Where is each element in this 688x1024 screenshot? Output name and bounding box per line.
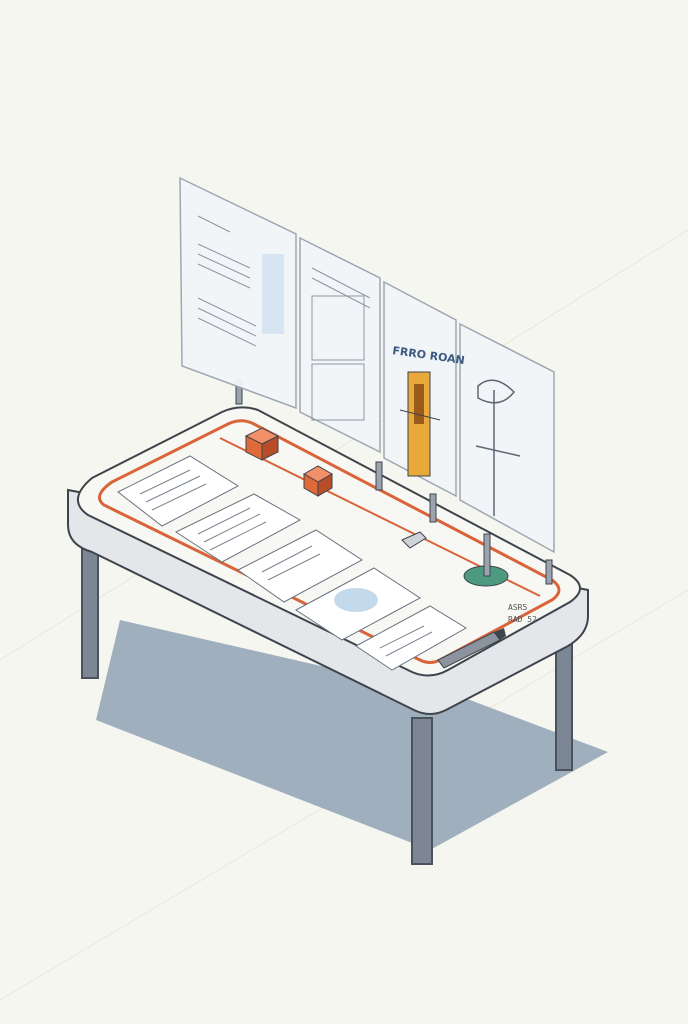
- rod-diagram: [475, 379, 521, 516]
- device-left: [244, 427, 280, 461]
- table-label-top: ASR5: [508, 603, 527, 612]
- table-shadow: [96, 620, 608, 850]
- doc-blue-diagram: [334, 588, 378, 612]
- device-right: [302, 465, 334, 497]
- doc-2: [174, 493, 302, 563]
- display-board: [179, 176, 555, 554]
- leg-front: [411, 717, 433, 865]
- table-legs: [81, 539, 573, 865]
- clamp-icon: [401, 531, 427, 549]
- panel-2-box-a: [311, 295, 365, 361]
- accent-stripe: [98, 419, 561, 664]
- panel-1-blue-column: [262, 254, 284, 334]
- panel-2: [299, 236, 381, 454]
- doc-3: [237, 529, 363, 603]
- doc-5: [355, 605, 467, 671]
- panel-text-lines: [197, 215, 371, 347]
- panel-4: [459, 322, 555, 554]
- probe-stand-icon: [463, 533, 509, 587]
- doc-text-lines: [139, 469, 433, 657]
- pen-icon: [437, 628, 506, 669]
- doc-1: [117, 455, 240, 527]
- table-label-bottom: RAD 52: [508, 615, 537, 624]
- yellow-component: [399, 371, 441, 477]
- leg-back-left: [81, 539, 99, 679]
- panel-1: [179, 176, 297, 410]
- panel-2-box-b: [311, 363, 365, 421]
